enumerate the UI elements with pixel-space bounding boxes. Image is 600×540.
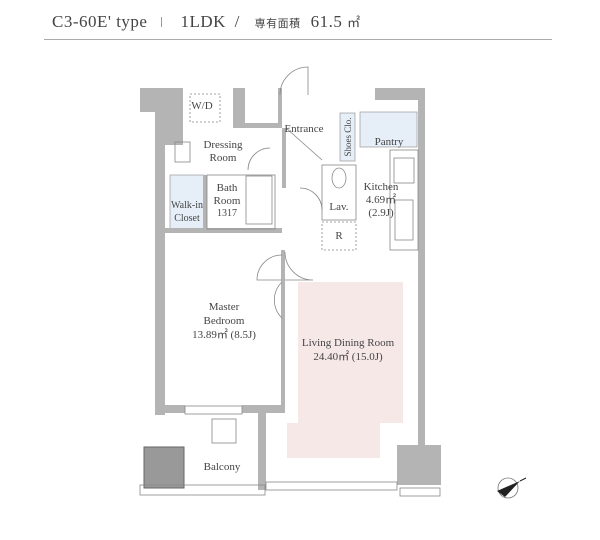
label-dressing-1: Dressing	[203, 139, 243, 151]
refrigerator-space	[321, 221, 357, 251]
wall-top-mid	[233, 88, 282, 128]
label-bedroom-2: Bedroom	[204, 315, 245, 327]
wall-bath-left	[203, 175, 207, 230]
label-walkin-1: Walk-in	[171, 200, 203, 211]
wall-bedroom-bottom-r	[242, 405, 285, 413]
ldr-floor	[287, 282, 403, 458]
ac-unit	[211, 418, 237, 444]
entrance-door	[279, 66, 309, 96]
vanity	[174, 141, 191, 163]
label-kitchen-2: 4.69㎡	[366, 193, 396, 206]
layout-type: 1LDK	[180, 12, 226, 31]
header-divider	[161, 17, 163, 27]
lav-door	[299, 187, 323, 211]
sink	[394, 199, 414, 241]
wall-right	[418, 140, 425, 450]
wall-entrance	[282, 128, 286, 188]
balcony-railing	[139, 484, 266, 496]
wet-areas	[169, 111, 418, 231]
ldr-door	[284, 251, 314, 281]
label-bath-2: Room	[214, 195, 241, 207]
lavatory-room	[321, 164, 357, 221]
area-unit: ㎡	[347, 15, 361, 30]
north-arrow-icon	[497, 477, 527, 499]
area-label: 専有面積	[254, 18, 301, 30]
balcony-unit	[143, 446, 185, 489]
label-bedroom-1: Master	[209, 301, 240, 313]
label-kitchen-1: Kitchen	[364, 181, 399, 193]
wall-bedroom-ldr	[281, 250, 285, 410]
ldr-window	[265, 481, 398, 491]
kitchen-counter	[389, 149, 419, 251]
washer-dryer	[189, 93, 221, 123]
slash: /	[234, 12, 240, 31]
entrance-step	[285, 127, 323, 161]
label-pantry: Pantry	[375, 136, 404, 148]
wall-bedroom-bottom-l	[155, 405, 185, 413]
label-entrance: Entrance	[284, 123, 323, 135]
label-ldr-1: Living Dining Room	[302, 337, 395, 349]
bathtub	[245, 175, 273, 225]
label-lav: Lav.	[329, 201, 348, 213]
unit-type: C3-60E' type	[52, 12, 148, 31]
label-shoes: Shoes Clo.	[343, 117, 353, 156]
wall-bottom-right	[397, 445, 441, 485]
bath-outline	[206, 174, 276, 230]
label-wd: W/D	[191, 100, 212, 112]
plan-header: C3-60E' type 1LDK / 専有面積 61.5 ㎡	[52, 12, 361, 32]
label-balcony: Balcony	[204, 461, 241, 473]
toilet	[331, 167, 347, 189]
dressing-door	[247, 147, 271, 171]
label-bath-1: Bath	[217, 182, 238, 194]
area-value: 61.5	[310, 12, 343, 31]
label-walkin-2: Closet	[174, 213, 200, 224]
walls	[140, 88, 441, 490]
shoes-closet-area	[339, 112, 356, 162]
header-rule	[44, 39, 552, 40]
label-bedroom-3: 13.89㎡ (8.5J)	[192, 328, 256, 341]
label-r: R	[335, 230, 343, 242]
fixtures	[139, 66, 441, 497]
stove	[393, 157, 415, 184]
label-dressing-2: Room	[210, 152, 237, 164]
bedroom-door	[256, 254, 283, 319]
label-kitchen-3: (2.9J)	[368, 207, 394, 219]
pantry-area	[359, 111, 418, 148]
bedroom-window	[184, 405, 243, 415]
wall-top-left	[140, 88, 183, 415]
wall-balcony-ldr	[258, 410, 266, 490]
balcony-railing-right	[399, 487, 441, 497]
wall-bedroom-top	[165, 228, 282, 233]
label-ldr-2: 24.40㎡ (15.0J)	[313, 350, 383, 363]
label-bath-3: 1317	[217, 208, 237, 219]
wall-top-right	[375, 88, 425, 140]
